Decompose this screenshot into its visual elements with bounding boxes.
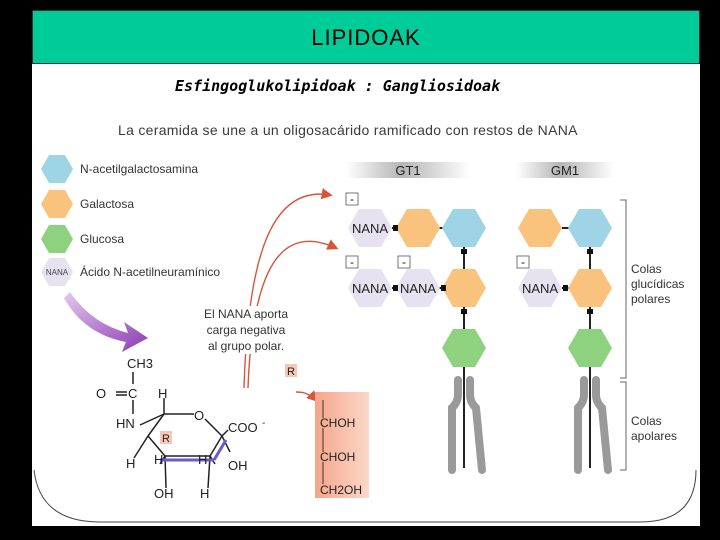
gt1-glucose [442,329,486,367]
connector [461,309,467,314]
h-label: H [198,452,207,467]
nana-label: NANA [352,221,388,236]
hn-label: HN [116,416,135,431]
connector [587,309,593,314]
nana-note-line: al grupo polar. [207,339,285,353]
chain-box [315,392,369,498]
negative-charge: - [402,255,406,269]
gm1-galactose [568,269,612,307]
negative-charge-box [397,255,411,269]
legend-hex-galnac [41,155,73,183]
gt1-nana-2 [396,269,440,307]
slide-title: LIPIDOAK [311,25,421,50]
oh-label: OH [154,486,174,501]
red-arrow-3 [295,390,318,402]
chain-choh-1: CHOH [320,416,355,430]
description-sentence: La ceramida se une a un oligosacárido ra… [118,122,578,138]
nana-label: NANA [400,281,436,296]
connector [587,249,593,254]
h-label: H [158,386,167,401]
gm1-label: GM1 [551,163,579,178]
gt1-galnac [442,209,486,247]
gt1-nana-1 [348,269,392,307]
nana-note-line: El NANA aporta [203,307,289,321]
ring-o-label: O [194,408,204,423]
gt1-band [346,162,470,178]
gm1-galactose-top [518,209,562,247]
polar-label-line: glucídicas [631,277,685,291]
negative-charge: - [350,255,354,269]
r-box [285,364,297,377]
apolar-label-line: Colas [631,414,662,428]
title-bar: LIPIDOAK [32,10,700,64]
polar-label-line: Colas [631,262,662,276]
h-label: H [126,456,135,471]
frame-curve [33,469,697,523]
connector [563,285,568,291]
legend-hex-nana [41,258,73,286]
gm1-tail-right [592,376,612,474]
connector [393,225,398,231]
apolar-label: Colas apolares [631,414,677,444]
negative-charge-box [516,255,530,269]
negative-charge: - [350,192,354,206]
slide-subtitle: Esfingoglukolipidoak : Gangliosidoak [175,77,501,95]
apolar-label-line: apolares [631,429,678,443]
ring-right-bond [212,439,228,461]
legend-nana-tag: NANA [46,268,69,277]
chain-choh-2: CHOH [320,450,355,464]
c-label: C [128,386,137,401]
gt1-galactose [442,269,486,307]
coo-charge: - [262,418,265,429]
chain-ch2oh: CH2OH [320,483,362,497]
gt1-galactose-top [396,209,440,247]
nana-label: NANA [352,281,388,296]
polar-bracket [620,199,627,379]
nana-label: NANA [522,281,558,296]
ring-r-label: R [162,433,170,445]
gt1-nana-top [348,209,392,247]
gm1-galnac [568,209,612,247]
red-arrow-1 [243,188,333,389]
apolar-bracket [620,381,627,471]
h-label: H [154,452,163,467]
r-box-label: R [287,366,295,378]
negative-charge-box [345,255,359,269]
h-label: H [200,486,209,501]
connector [441,285,446,291]
legend-hex-glucose [41,225,73,253]
legend-hex-galactose [41,190,73,218]
negative-charge-box [345,192,359,206]
gt1-tail-right [466,376,486,474]
gt1-label: GT1 [395,163,420,178]
oh-label: OH [228,458,248,473]
gm1-nana [518,269,562,307]
purple-arrow [64,292,148,352]
polar-label-line: polares [631,292,671,306]
legend-label-glucose: Glucosa [80,232,125,246]
legend-label-nana: Ácido N-acetilneuramínico [80,265,221,279]
gm1-tail-left [574,376,588,474]
o-label: O [96,386,106,401]
coo-label: COO [228,420,258,435]
nana-note: El NANA aporta carga negativa al grupo p… [190,306,302,354]
negative-charge: - [521,255,525,269]
gm1-band [516,162,614,178]
gt1-tail-left [448,376,462,474]
legend-label-galactose: Galactosa [80,197,135,211]
legend-label-galnac: N-acetilgalactosamina [80,162,199,176]
nana-note-line: carga negativa [206,323,286,337]
ring-r-box [160,431,172,444]
gm1-glucose [568,329,612,367]
ch3-label: CH3 [127,356,153,371]
connector [461,249,467,254]
polar-label: Colas glucídicas polares [631,262,684,307]
connector [393,285,398,291]
